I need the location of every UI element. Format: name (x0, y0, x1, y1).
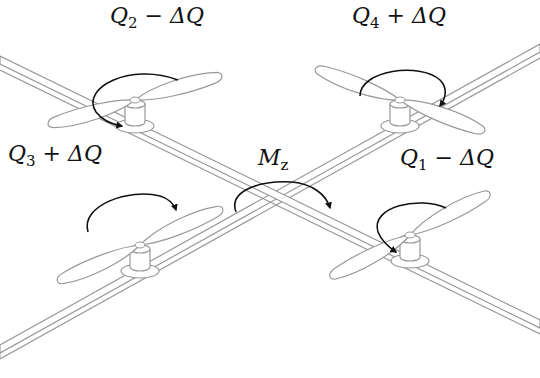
subscript: 4 (370, 14, 380, 32)
torque-label: Q4 + ΔQ (352, 4, 446, 28)
subscript: 1 (418, 156, 428, 174)
expression: + ΔQ (380, 3, 446, 28)
subscript: 2 (128, 14, 138, 32)
expression: + ΔQ (36, 141, 102, 166)
subscript: z (281, 156, 289, 174)
rotor (53, 202, 228, 288)
torque-label: Q3 + ΔQ (8, 142, 102, 166)
rotor (313, 57, 488, 143)
expression: − ΔQ (138, 3, 204, 28)
symbol: M (258, 145, 281, 170)
symbol: Q (110, 3, 128, 28)
rotor (325, 187, 496, 284)
torque-label: Mz (258, 146, 288, 170)
torque-label: Q2 − ΔQ (110, 4, 204, 28)
frame-arm (0, 56, 540, 334)
symbol: Q (352, 3, 370, 28)
torque-arrow (87, 70, 446, 252)
frame-arm (0, 44, 540, 359)
symbol: Q (8, 141, 26, 166)
expression: − ΔQ (428, 145, 494, 170)
torque-label: Q1 − ΔQ (400, 146, 494, 170)
symbol: Q (400, 145, 418, 170)
rotor (45, 69, 225, 133)
subscript: 3 (26, 152, 36, 170)
